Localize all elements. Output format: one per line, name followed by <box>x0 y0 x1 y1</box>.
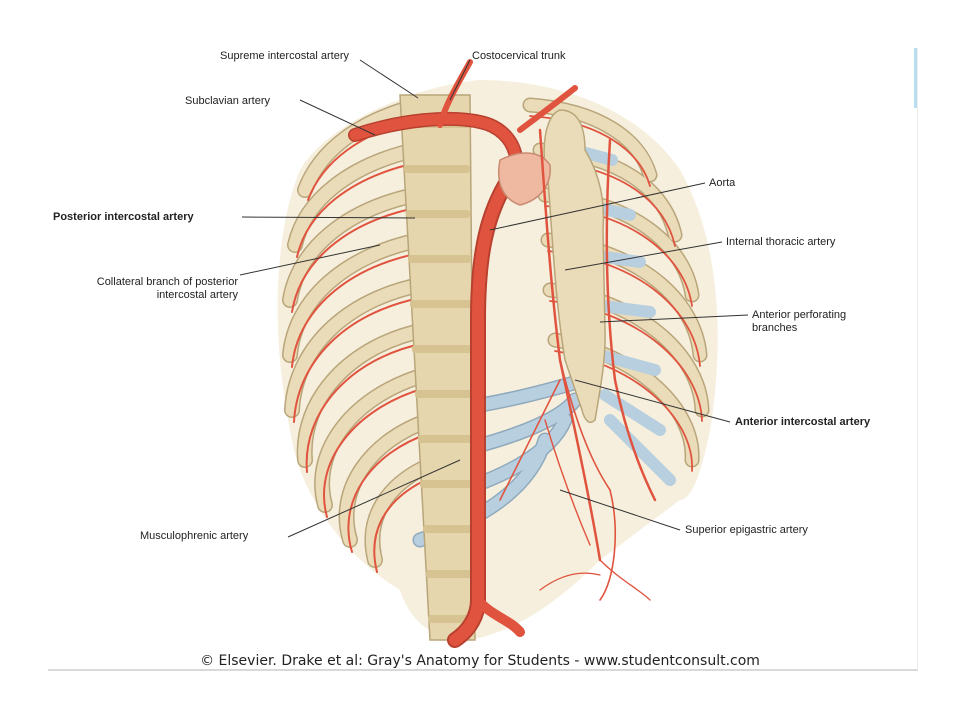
slide-right-edge <box>917 48 918 670</box>
label-superior-epigastric-artery: Superior epigastric artery <box>685 524 808 536</box>
label-collateral-branch-line-1: Collateral branch of posterior <box>96 276 238 288</box>
label-anterior-perforating-line-2: branches <box>752 322 798 334</box>
label-subclavian-artery: Subclavian artery <box>185 95 270 107</box>
slide-bottom-rule <box>48 669 918 671</box>
image-credit: © Elsevier. Drake et al: Gray's Anatomy … <box>200 653 760 669</box>
label-anterior-perforating-line-1: Anterior perforating <box>752 309 847 321</box>
sternum <box>498 109 606 423</box>
label-anterior-intercostal-artery: Anterior intercostal artery <box>735 416 871 428</box>
label-collateral-branch-line-2: intercostal artery <box>156 289 238 301</box>
posterior-ribs <box>282 97 438 573</box>
label-musculophrenic-artery: Musculophrenic artery <box>140 530 249 542</box>
label-supreme-intercostal-artery: Supreme intercostal artery <box>220 50 349 62</box>
vertebral-column <box>399 94 476 641</box>
label-internal-thoracic-artery: Internal thoracic artery <box>726 236 836 248</box>
label-collateral-branch: Collateral branch of posterior intercost… <box>48 276 238 302</box>
label-anterior-perforating-branches: Anterior perforating branches <box>752 309 846 335</box>
label-posterior-intercostal-artery: Posterior intercostal artery <box>53 211 194 223</box>
label-aorta: Aorta <box>709 177 736 189</box>
leader-lines <box>239 59 749 538</box>
label-costocervical-trunk: Costocervical trunk <box>472 50 566 62</box>
slide-accent-bar <box>914 48 918 108</box>
